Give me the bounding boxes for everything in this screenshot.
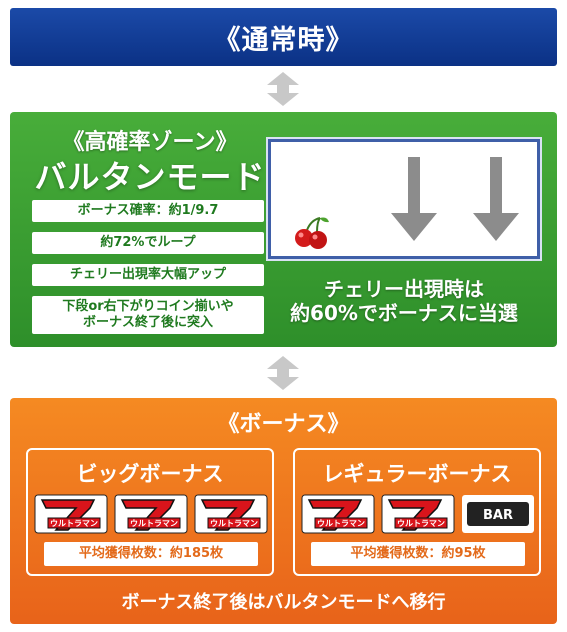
regular-bonus-name: レギュラーボーナス <box>322 462 512 486</box>
bonus-footer: ボーナス終了後はバルタンモードへ移行 <box>121 592 446 613</box>
cherry-caption-line2: 約60%でボーナスに当選 <box>290 301 518 325</box>
big-bonus-name: ビッグボーナス <box>76 462 224 486</box>
red-seven-symbol: ウルトラマン <box>381 494 455 534</box>
bonus-panel: 《ボーナス》 ビッグボーナス ウルトラマン ウルトラマン ウルトラマン <box>10 398 557 624</box>
feature-cherry-rate: チェリー出現率大幅アップ <box>32 264 264 286</box>
cherry-icon <box>295 217 329 249</box>
red-seven-symbol: ウルトラマン <box>194 494 268 534</box>
balutan-mode-panel: 《高確率ゾーン》 バルタンモード ボーナス確率：約1/9.7 約72%でループ … <box>10 112 557 347</box>
big-bonus-box: ビッグボーナス ウルトラマン ウルトラマン ウルトラマン 平均獲得枚数：約18 <box>26 448 274 576</box>
down-arrow-icon <box>473 157 519 241</box>
normal-state-title: 《通常時》 <box>213 24 354 56</box>
double-arrow-icon <box>267 356 299 390</box>
feature-entry-condition: 下段or右下がりコイン揃いや ボーナス終了後に突入 <box>32 296 264 334</box>
reel-window <box>266 137 542 261</box>
regular-bonus-box: レギュラーボーナス ウルトラマン ウルトラマン BAR 平均獲得枚数：約95枚 <box>293 448 541 576</box>
double-arrow-icon <box>267 72 299 106</box>
seven-logo-text: ウルトラマン <box>210 519 258 528</box>
seven-logo-text: ウルトラマン <box>50 519 98 528</box>
red-seven-symbol: ウルトラマン <box>34 494 108 534</box>
red-seven-symbol: ウルトラマン <box>114 494 188 534</box>
bar-symbol: BAR <box>462 495 534 533</box>
cherry-caption: チェリー出現時は 約60%でボーナスに当選 <box>268 277 540 325</box>
bonus-title: 《ボーナス》 <box>217 412 350 437</box>
big-bonus-average: 平均獲得枚数：約185枚 <box>44 542 258 566</box>
feature-entry-line2: ボーナス終了後に突入 <box>82 315 213 330</box>
seven-logo-text: ウルトラマン <box>397 519 445 528</box>
bar-label: BAR <box>483 508 513 523</box>
zone-title: 《高確率ゾーン》 <box>62 130 238 155</box>
regular-bonus-symbols: ウルトラマン ウルトラマン BAR <box>301 494 535 534</box>
mode-title: バルタンモード <box>34 158 266 196</box>
normal-state-banner: 《通常時》 <box>10 8 557 66</box>
feature-loop: 約72%でループ <box>32 232 264 254</box>
feature-probability: ボーナス確率：約1/9.7 <box>32 200 264 222</box>
big-bonus-symbols: ウルトラマン ウルトラマン ウルトラマン <box>34 494 268 534</box>
seven-logo-text: ウルトラマン <box>317 519 365 528</box>
down-arrow-icon <box>391 157 437 241</box>
transition-arrow-bottom <box>265 356 301 390</box>
red-seven-symbol: ウルトラマン <box>301 494 375 534</box>
feature-entry-line1: 下段or右下がりコイン揃いや <box>62 299 234 314</box>
transition-arrow-top <box>265 72 301 106</box>
seven-logo-text: ウルトラマン <box>130 519 178 528</box>
feature-list: ボーナス確率：約1/9.7 約72%でループ チェリー出現率大幅アップ 下段or… <box>32 200 264 344</box>
cherry-caption-line1: チェリー出現時は <box>324 277 484 301</box>
regular-bonus-average: 平均獲得枚数：約95枚 <box>311 542 525 566</box>
